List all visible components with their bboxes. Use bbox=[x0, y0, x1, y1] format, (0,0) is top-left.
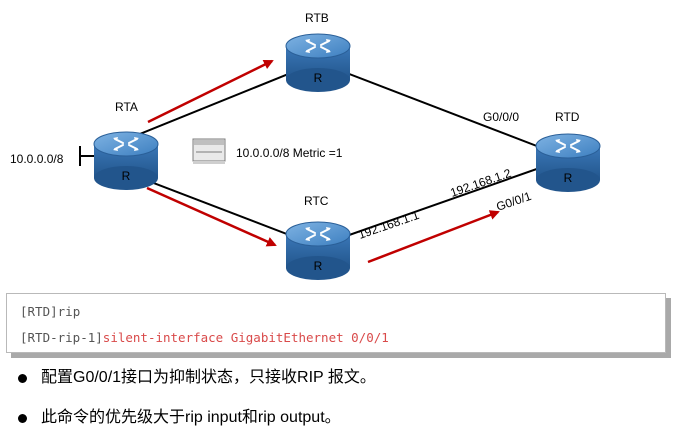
bullet-dot-icon bbox=[18, 414, 27, 423]
router-label-rtc: RTC bbox=[304, 194, 329, 208]
rtc-ip-label: 192.168.1.1 bbox=[356, 208, 421, 242]
router-rtd: R bbox=[535, 133, 601, 193]
bullet-item: 此命令的优先级大于rip input和rip output。 bbox=[14, 406, 664, 430]
router-rta: R bbox=[93, 131, 159, 191]
link-rtc-rtd bbox=[317, 157, 569, 247]
router-rtc: R bbox=[285, 221, 351, 281]
update-arrow-to-rtd bbox=[367, 210, 500, 264]
update-message-label: 10.0.0.0/8 Metric =1 bbox=[236, 146, 343, 160]
command-line-2: [RTD-rip-1]silent-interface GigabitEther… bbox=[20, 330, 389, 345]
router-glyph: R bbox=[314, 71, 323, 85]
command-line-1: [RTD]rip bbox=[20, 304, 80, 319]
rtd-lower-interface-label: G0/0/1 bbox=[494, 189, 533, 214]
rtd-upper-interface-label: G0/0/0 bbox=[483, 110, 519, 124]
router-label-rta: RTA bbox=[115, 100, 138, 114]
router-rtb: R bbox=[285, 33, 351, 93]
command-text-highlighted: silent-interface GigabitEthernet 0/0/1 bbox=[102, 330, 389, 345]
rtd-ip-label: 192.168.1.2 bbox=[448, 166, 513, 200]
bullet-dot-icon bbox=[18, 374, 27, 383]
network-topology-diagram: R R R R RTA RTB RTC RTD 10.0.0.0/8 10.0.… bbox=[10, 11, 601, 281]
link-rtb-rtd bbox=[317, 61, 569, 159]
router-glyph: R bbox=[314, 259, 323, 273]
router-glyph: R bbox=[122, 169, 131, 183]
router-label-rtd: RTD bbox=[555, 110, 580, 124]
command-prompt: [RTD-rip-1] bbox=[20, 330, 103, 345]
bullet-text: 配置G0/0/1接口为抑制状态，只接收RIP 报文。 bbox=[41, 369, 376, 386]
bullet-list: 配置G0/0/1接口为抑制状态，只接收RIP 报文。 此命令的优先级大于rip … bbox=[14, 366, 664, 446]
link-rta-rtb bbox=[124, 61, 319, 141]
envelope-icon bbox=[192, 138, 226, 164]
command-box: [RTD]rip [RTD-rip-1]silent-interface Gig… bbox=[6, 293, 666, 353]
network-label: 10.0.0.0/8 bbox=[10, 152, 64, 166]
update-arrow-to-rtc bbox=[146, 186, 277, 247]
update-arrow-to-rtb bbox=[147, 59, 274, 124]
router-glyph: R bbox=[564, 171, 573, 185]
bullet-text: 此命令的优先级大于rip input和rip output。 bbox=[41, 409, 341, 426]
command-prompt: [RTD] bbox=[20, 304, 58, 319]
router-label-rtb: RTB bbox=[305, 11, 329, 25]
command-text: rip bbox=[57, 304, 81, 319]
bullet-item: 配置G0/0/1接口为抑制状态，只接收RIP 报文。 bbox=[14, 366, 664, 390]
